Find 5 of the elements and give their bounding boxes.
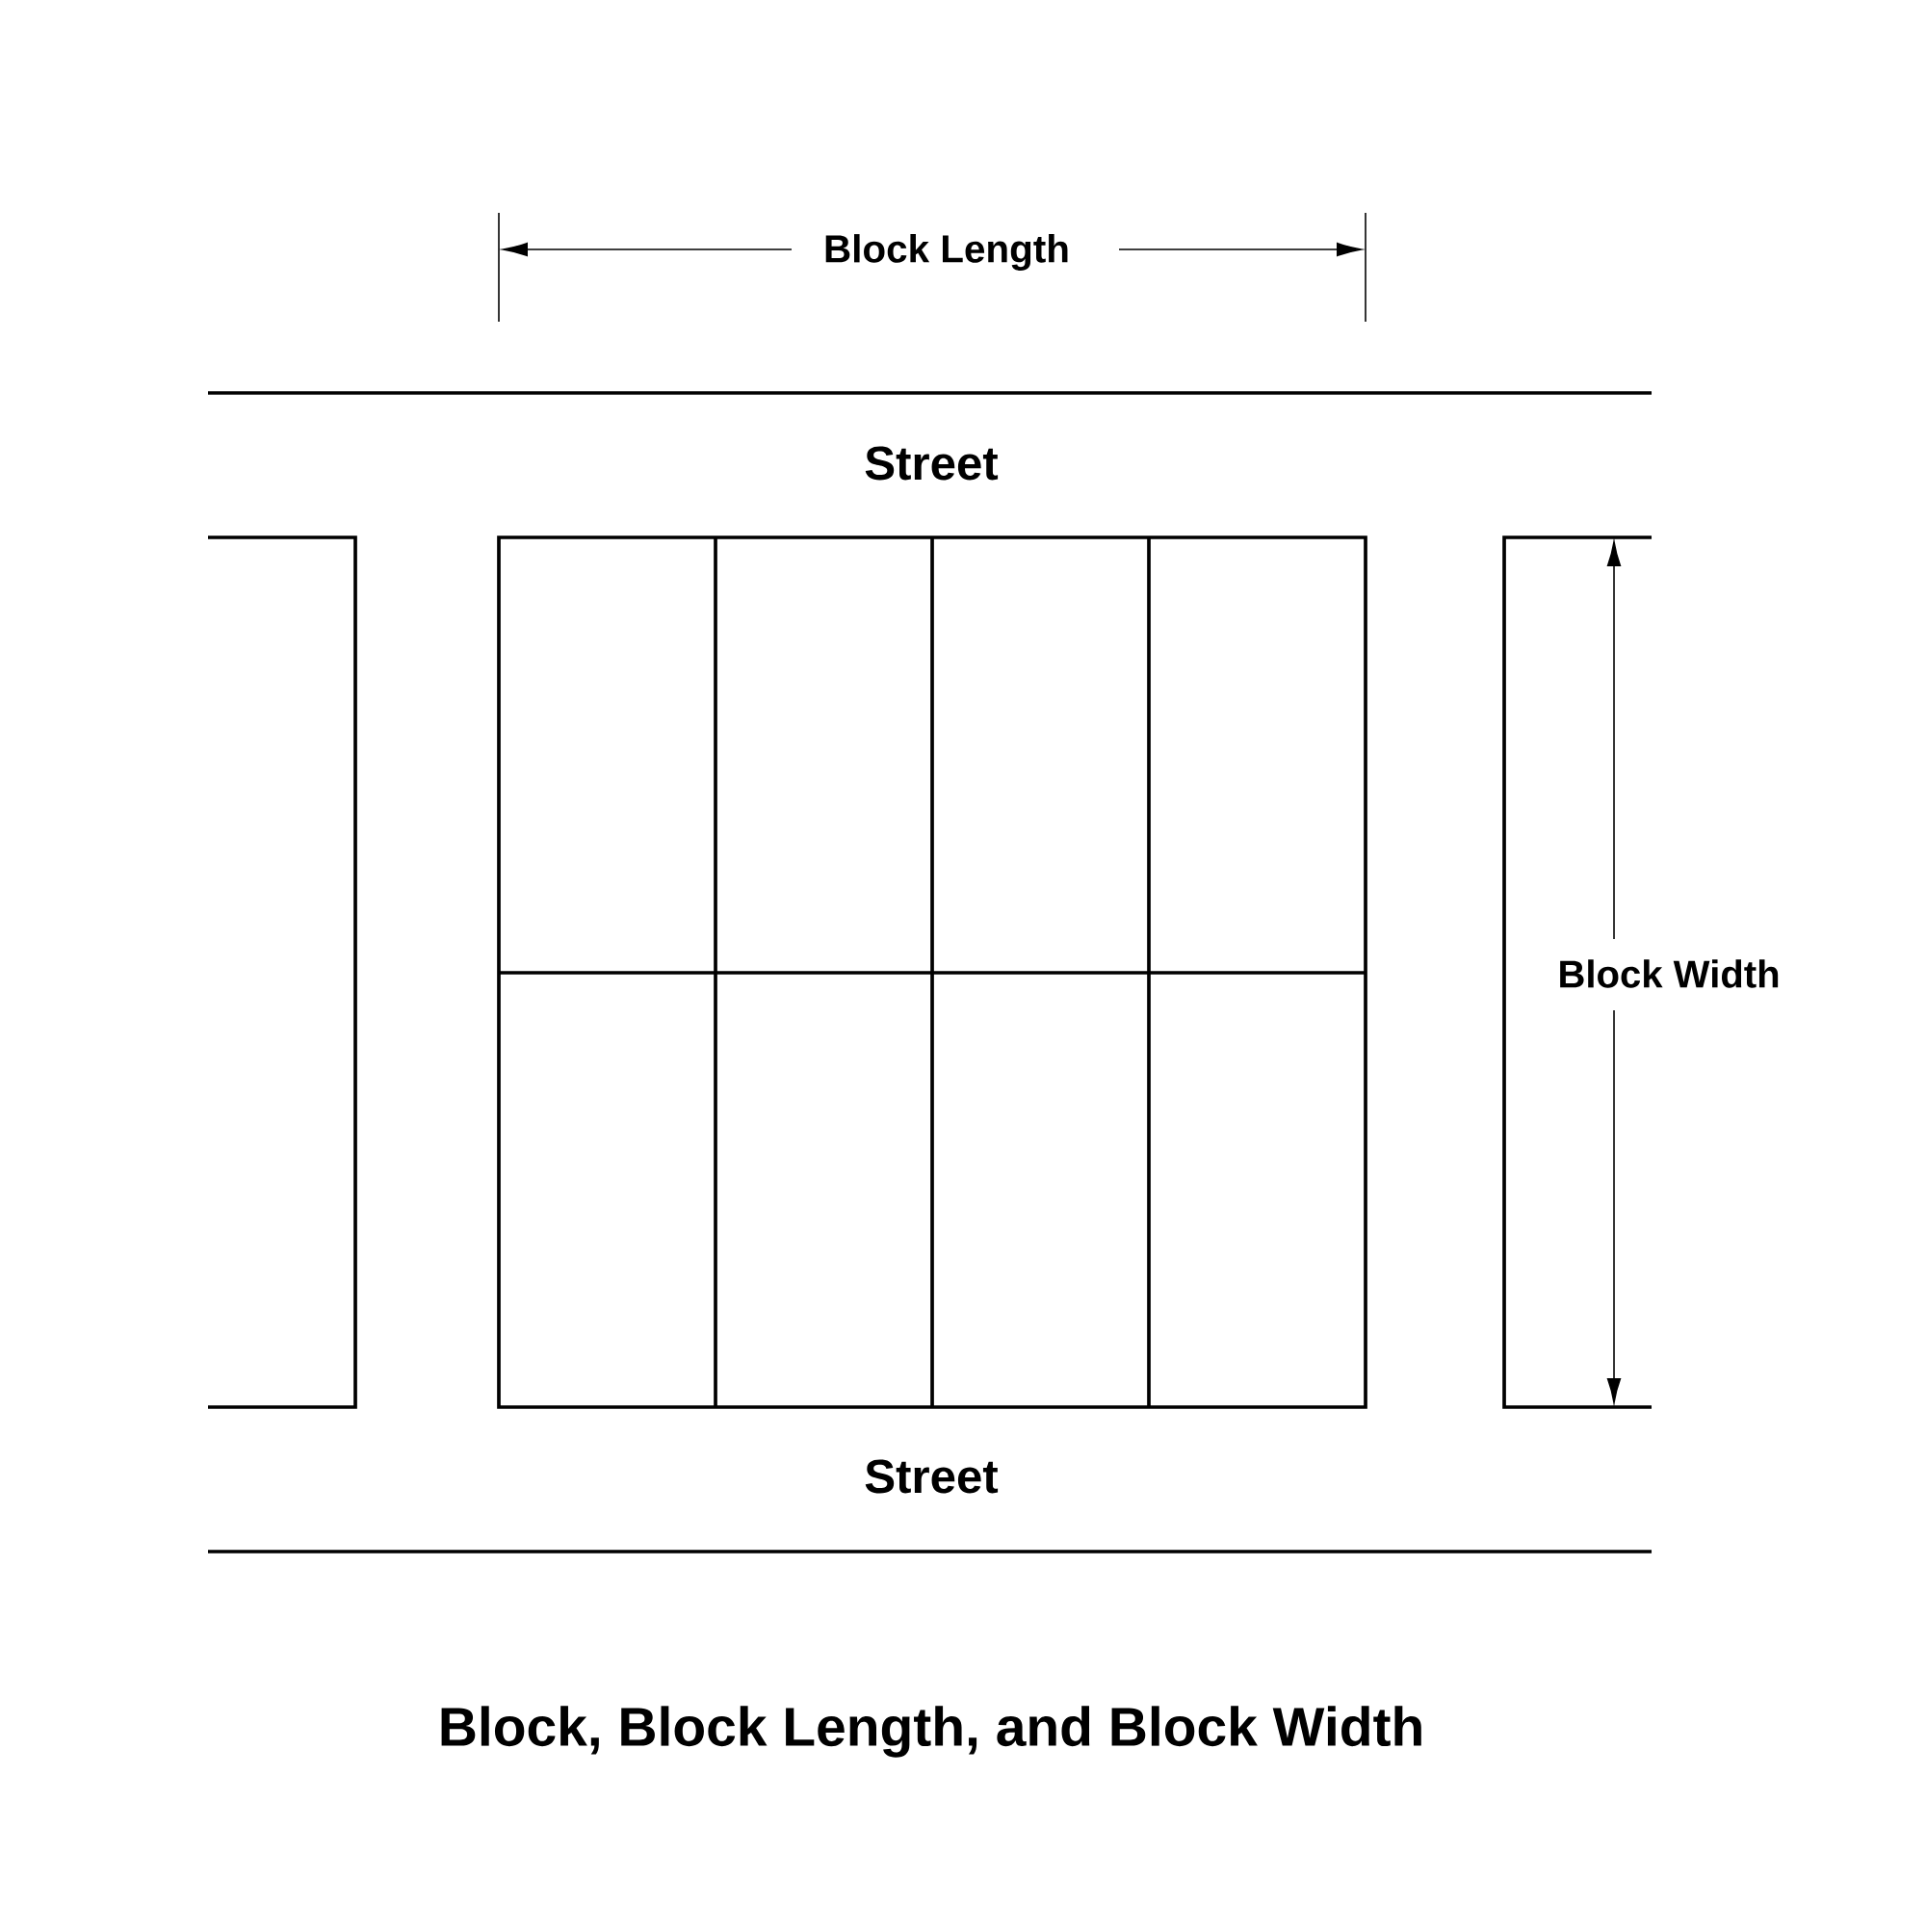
street-label: Street (865, 1459, 999, 1494)
dimension-label: Block Width (1560, 959, 1779, 988)
title: Block, Block Length, and Block Width (441, 1706, 1421, 1758)
street-label: Street (865, 446, 999, 481)
dimension-label: Block Length (825, 234, 1068, 271)
